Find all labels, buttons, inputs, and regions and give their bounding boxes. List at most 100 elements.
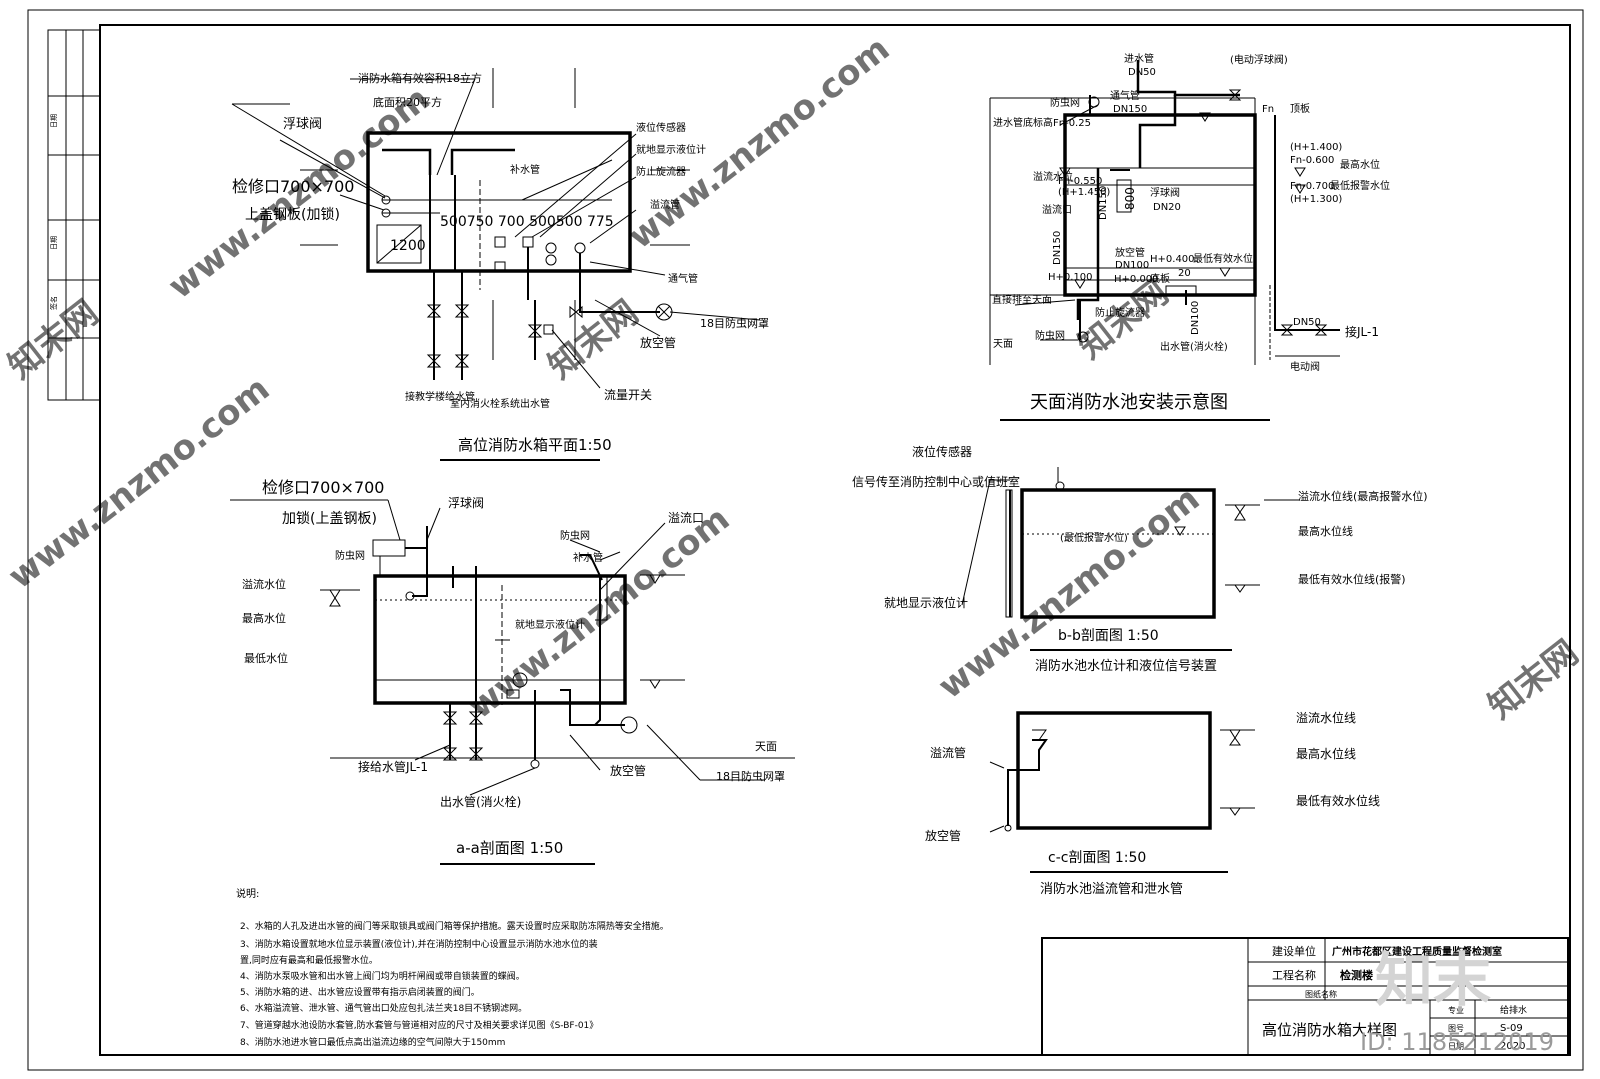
tb-discipline-label: 专业 — [1448, 1005, 1464, 1015]
tb-drawing-no: S-09 — [1500, 1023, 1523, 1034]
aa-drain-label: 放空管 — [610, 763, 646, 778]
cc-pool — [1016, 711, 1212, 830]
section-cc-view: 溢流水位线 最高水位线 溢流管 最低有效水位线 放空管 c-c剖面图 1:50 … — [925, 710, 1380, 897]
tb-drawing-no-label: 图号 — [1448, 1024, 1464, 1033]
title-block: 建设单位 广州市花都区建设工程质量监督检测室 工程名称 检测楼 图纸名称 高位消… — [1041, 937, 1569, 1056]
plan-overflow-label: 溢流管 — [650, 198, 680, 211]
roof-fn600-label: Fn-0.600 — [1290, 155, 1334, 166]
tb-drawing-name: 高位消防水箱大样图 — [1262, 1021, 1397, 1039]
cc-subtitle: 消防水池溢流管和泄水管 — [1040, 881, 1183, 897]
plan-to-building-label: 接教学楼给水管 — [405, 390, 475, 403]
roof-d800-label: 800 — [1123, 187, 1137, 210]
aa-gauge-label: 就地显示液位计 — [515, 618, 585, 631]
roof-d20-label: 20 — [1178, 268, 1191, 279]
cc-overflow-line-label: 溢流水位线 — [1296, 710, 1356, 725]
note-item: 7、管道穿越水池设防水套管,防水套管与管道相对应的尺寸及相关要求详见图《S-BF… — [240, 1019, 598, 1031]
roof-direct-label: 直接排至天面 — [992, 293, 1052, 306]
plan-level-gauge-label: 就地显示液位计 — [636, 143, 706, 156]
bb-min-eff-label: 最低有效水位线(报警) — [1298, 572, 1406, 586]
watermark-site: www.znzmo.com — [621, 29, 897, 257]
aa-supply-label: 接给水管JL-1 — [358, 759, 428, 774]
tb-project-label: 工程名称 — [1272, 968, 1316, 982]
roof-min-eff-label: 最低有效水位 — [1193, 252, 1253, 265]
note-item: 8、消防水池进水管口最低点高出溢流边缘的空气间隙大于150mm — [240, 1036, 505, 1048]
roof-overflow-port-label: 溢流口 — [1042, 203, 1072, 216]
roof-fn550-label: Fn-0.550 — [1058, 176, 1102, 187]
tb-drawing-label: 图纸名称 — [1305, 989, 1337, 999]
roof-roof-label: 天面 — [993, 339, 1013, 350]
bb-min-alarm-label: (最低报警水位) — [1060, 531, 1128, 544]
signature-strip: 日期 日期 签名 — [47, 29, 101, 401]
roof-dn150b-label: DN150 — [1052, 231, 1063, 265]
roof-h1450-label: (H+1.450) — [1058, 187, 1110, 198]
roof-float-label: 浮球阀 — [1150, 186, 1180, 199]
roof-evalve2-label: 电动阀 — [1290, 360, 1320, 373]
bb-subtitle: 消防水池水位计和液位信号装置 — [1035, 658, 1217, 674]
roof-anti-label: 防止旋流器 — [1095, 306, 1145, 319]
sheet-outer-frame — [27, 9, 1584, 1071]
tb-owner-label: 建设单位 — [1272, 944, 1316, 958]
bb-sensor-label: 液位传感器 — [912, 444, 972, 459]
roof-title: 天面消防水池安装示意图 — [1030, 392, 1228, 413]
roof-fn-label: Fn — [1262, 104, 1274, 115]
strip-label-date-1: 日期 — [50, 114, 58, 128]
note-item: 置,同时应有最高和最低报警水位。 — [240, 954, 378, 966]
aa-title: a-a剖面图 1:50 — [456, 839, 563, 857]
roof-dn100v-label: DN100 — [1190, 301, 1201, 335]
section-aa-view: 检修口700×700 加锁(上盖钢板) 浮球阀 溢流口 防虫网 防虫网 补水管 … — [230, 478, 795, 865]
plan-level-sensor-label: 液位传感器 — [636, 121, 686, 134]
roof-dn150-label: DN150 — [1113, 104, 1147, 115]
note-item: 2、水箱的人孔及进出水管的阀门等采取锁具或阀门箱等保护措施。露天设置时应采取防冻… — [240, 920, 669, 932]
section-bb-view: 液位传感器 信号传至消防控制中心或值班室 溢流水位线(最高报警水位) 最高水位线… — [852, 444, 1428, 674]
roof-max-level-label: 最高水位 — [1340, 158, 1380, 171]
plan-anti-vortex-label: 防止旋流器 — [636, 165, 686, 178]
note-item: 4、消防水泵吸水管和出水管上阀门均为明杆闸阀或带自锁装置的蝶阀。 — [240, 970, 525, 982]
roof-overflow-level-label: 溢流水位 — [1033, 170, 1073, 183]
notes-heading: 说明: — [236, 887, 259, 900]
roof-outlet-label: 出水管(消火栓) — [1160, 340, 1228, 353]
tb-discipline: 给排水 — [1500, 1004, 1527, 1016]
cc-title: c-c剖面图 1:50 — [1048, 850, 1146, 866]
plan-manhole-label: 检修口700×700 — [232, 177, 355, 196]
cc-drain-label: 放空管 — [925, 828, 961, 843]
plan-area-label: 底面积20平方 — [373, 95, 442, 109]
plan-cover-label: 上盖钢板(加锁) — [245, 207, 340, 223]
roof-h400-label: H+0.400 — [1150, 254, 1195, 265]
plan-hydrant-out-label: 室内消火栓系统出水管 — [450, 397, 550, 410]
aa-roof-label: 天面 — [755, 740, 777, 753]
roof-dn100-label: DN100 — [1115, 260, 1149, 271]
plan-volume-label: 消防水箱有效容积18立方 — [358, 71, 482, 85]
plan-vent-label: 通气管 — [668, 272, 698, 285]
strip-label-date-2: 日期 — [50, 236, 58, 250]
roof-bottom-label: 底板 — [1150, 272, 1170, 285]
bb-signal-label: 信号传至消防控制中心或值班室 — [852, 474, 1020, 489]
aa-float-valve-label: 浮球阀 — [448, 496, 484, 510]
plan-title: 高位消防水箱平面1:50 — [458, 436, 612, 454]
bb-pool — [1020, 488, 1216, 619]
tb-date: 2020 — [1500, 1041, 1525, 1052]
bb-max-line-label: 最高水位线 — [1298, 524, 1353, 538]
roof-jl1-label: 接JL-1 — [1345, 324, 1379, 339]
watermark-brand: 知末网 — [541, 293, 646, 387]
tb-owner: 广州市花都区建设工程质量监督检测室 — [1332, 945, 1502, 958]
cc-overflow-pipe-label: 溢流管 — [930, 745, 966, 760]
cc-max-line-label: 最高水位线 — [1296, 746, 1356, 761]
notes: 说明: 2、水箱的人孔及进出水管的阀门等采取锁具或阀门箱等保护措施。露天设置时应… — [236, 887, 669, 1048]
aa-manhole-label: 检修口700×700 — [262, 478, 385, 497]
roof-h000-label: H+0.000 — [1114, 274, 1159, 285]
roof-dn50b-label: DN50 — [1293, 317, 1321, 328]
roof-h1400-label: (H+1.400) — [1290, 142, 1342, 153]
note-item: 3、消防水箱设置就地水位显示装置(液位计),并在消防控制中心设置显示消防水池水位… — [240, 938, 598, 950]
aa-overflow-port-label: 溢流口 — [668, 511, 704, 525]
watermark-site: www.znzmo.com — [1, 369, 277, 597]
bb-title: b-b剖面图 1:50 — [1058, 628, 1159, 644]
aa-tank — [373, 574, 627, 705]
plan-makeup-label: 补水管 — [510, 163, 540, 176]
plan-mesh-label: 18目防虫网罩 — [700, 316, 769, 330]
note-item: 6、水箱溢流管、泄水管、通气管出口处应包扎法兰夹18目不锈钢滤网。 — [240, 1002, 527, 1014]
plan-tank — [366, 131, 632, 273]
aa-makeup-label: 补水管 — [573, 551, 603, 564]
note-item: 5、消防水箱的进、出水管应设置带有指示启闭装置的阀门。 — [240, 986, 480, 998]
plan-view: 消防水箱有效容积18立方 底面积20平方 浮球阀 检修口700×700 上盖钢板… — [231, 68, 769, 461]
watermark-site: www.znzmo.com — [161, 79, 437, 307]
